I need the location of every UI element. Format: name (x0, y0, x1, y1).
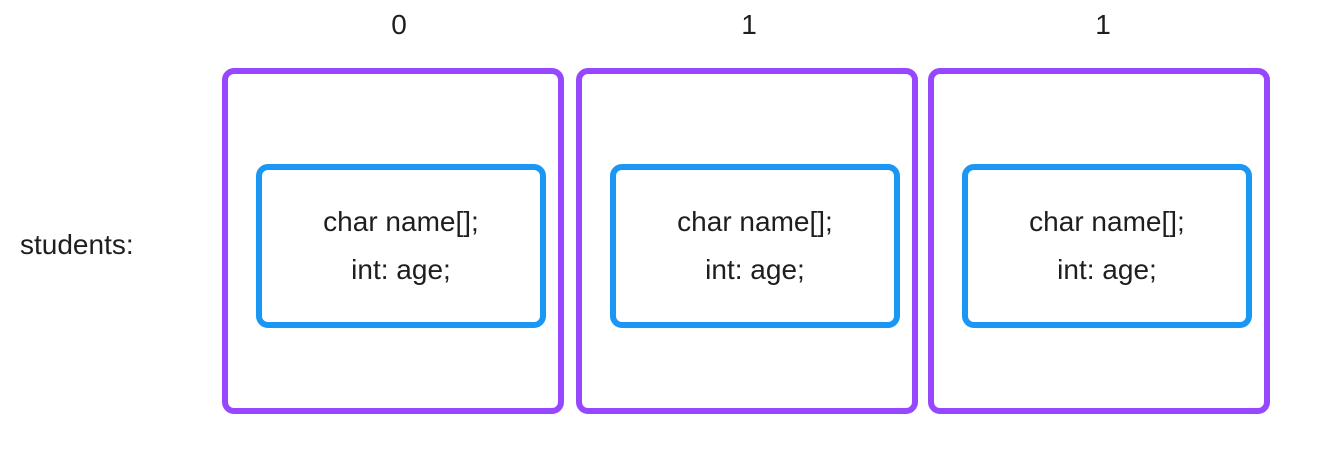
index-label-1: 1 (741, 9, 757, 40)
struct-box-2: char name[]; int: age; (962, 164, 1252, 328)
struct-field-name: char name[]; (323, 206, 479, 237)
struct-field-age: int: age; (351, 254, 451, 285)
struct-box-0: char name[]; int: age; (256, 164, 546, 328)
struct-field-age: int: age; (1057, 254, 1157, 285)
array-cell-1: char name[]; int: age; (576, 68, 918, 414)
struct-field-name: char name[]; (677, 206, 833, 237)
array-label: students: (20, 229, 134, 260)
index-label-0: 0 (391, 9, 407, 40)
index-label-2: 1 (1095, 9, 1111, 40)
struct-field-name: char name[]; (1029, 206, 1185, 237)
array-cell-0: char name[]; int: age; (222, 68, 564, 414)
struct-box-1: char name[]; int: age; (610, 164, 900, 328)
array-cell-2: char name[]; int: age; (928, 68, 1270, 414)
struct-field-age: int: age; (705, 254, 805, 285)
